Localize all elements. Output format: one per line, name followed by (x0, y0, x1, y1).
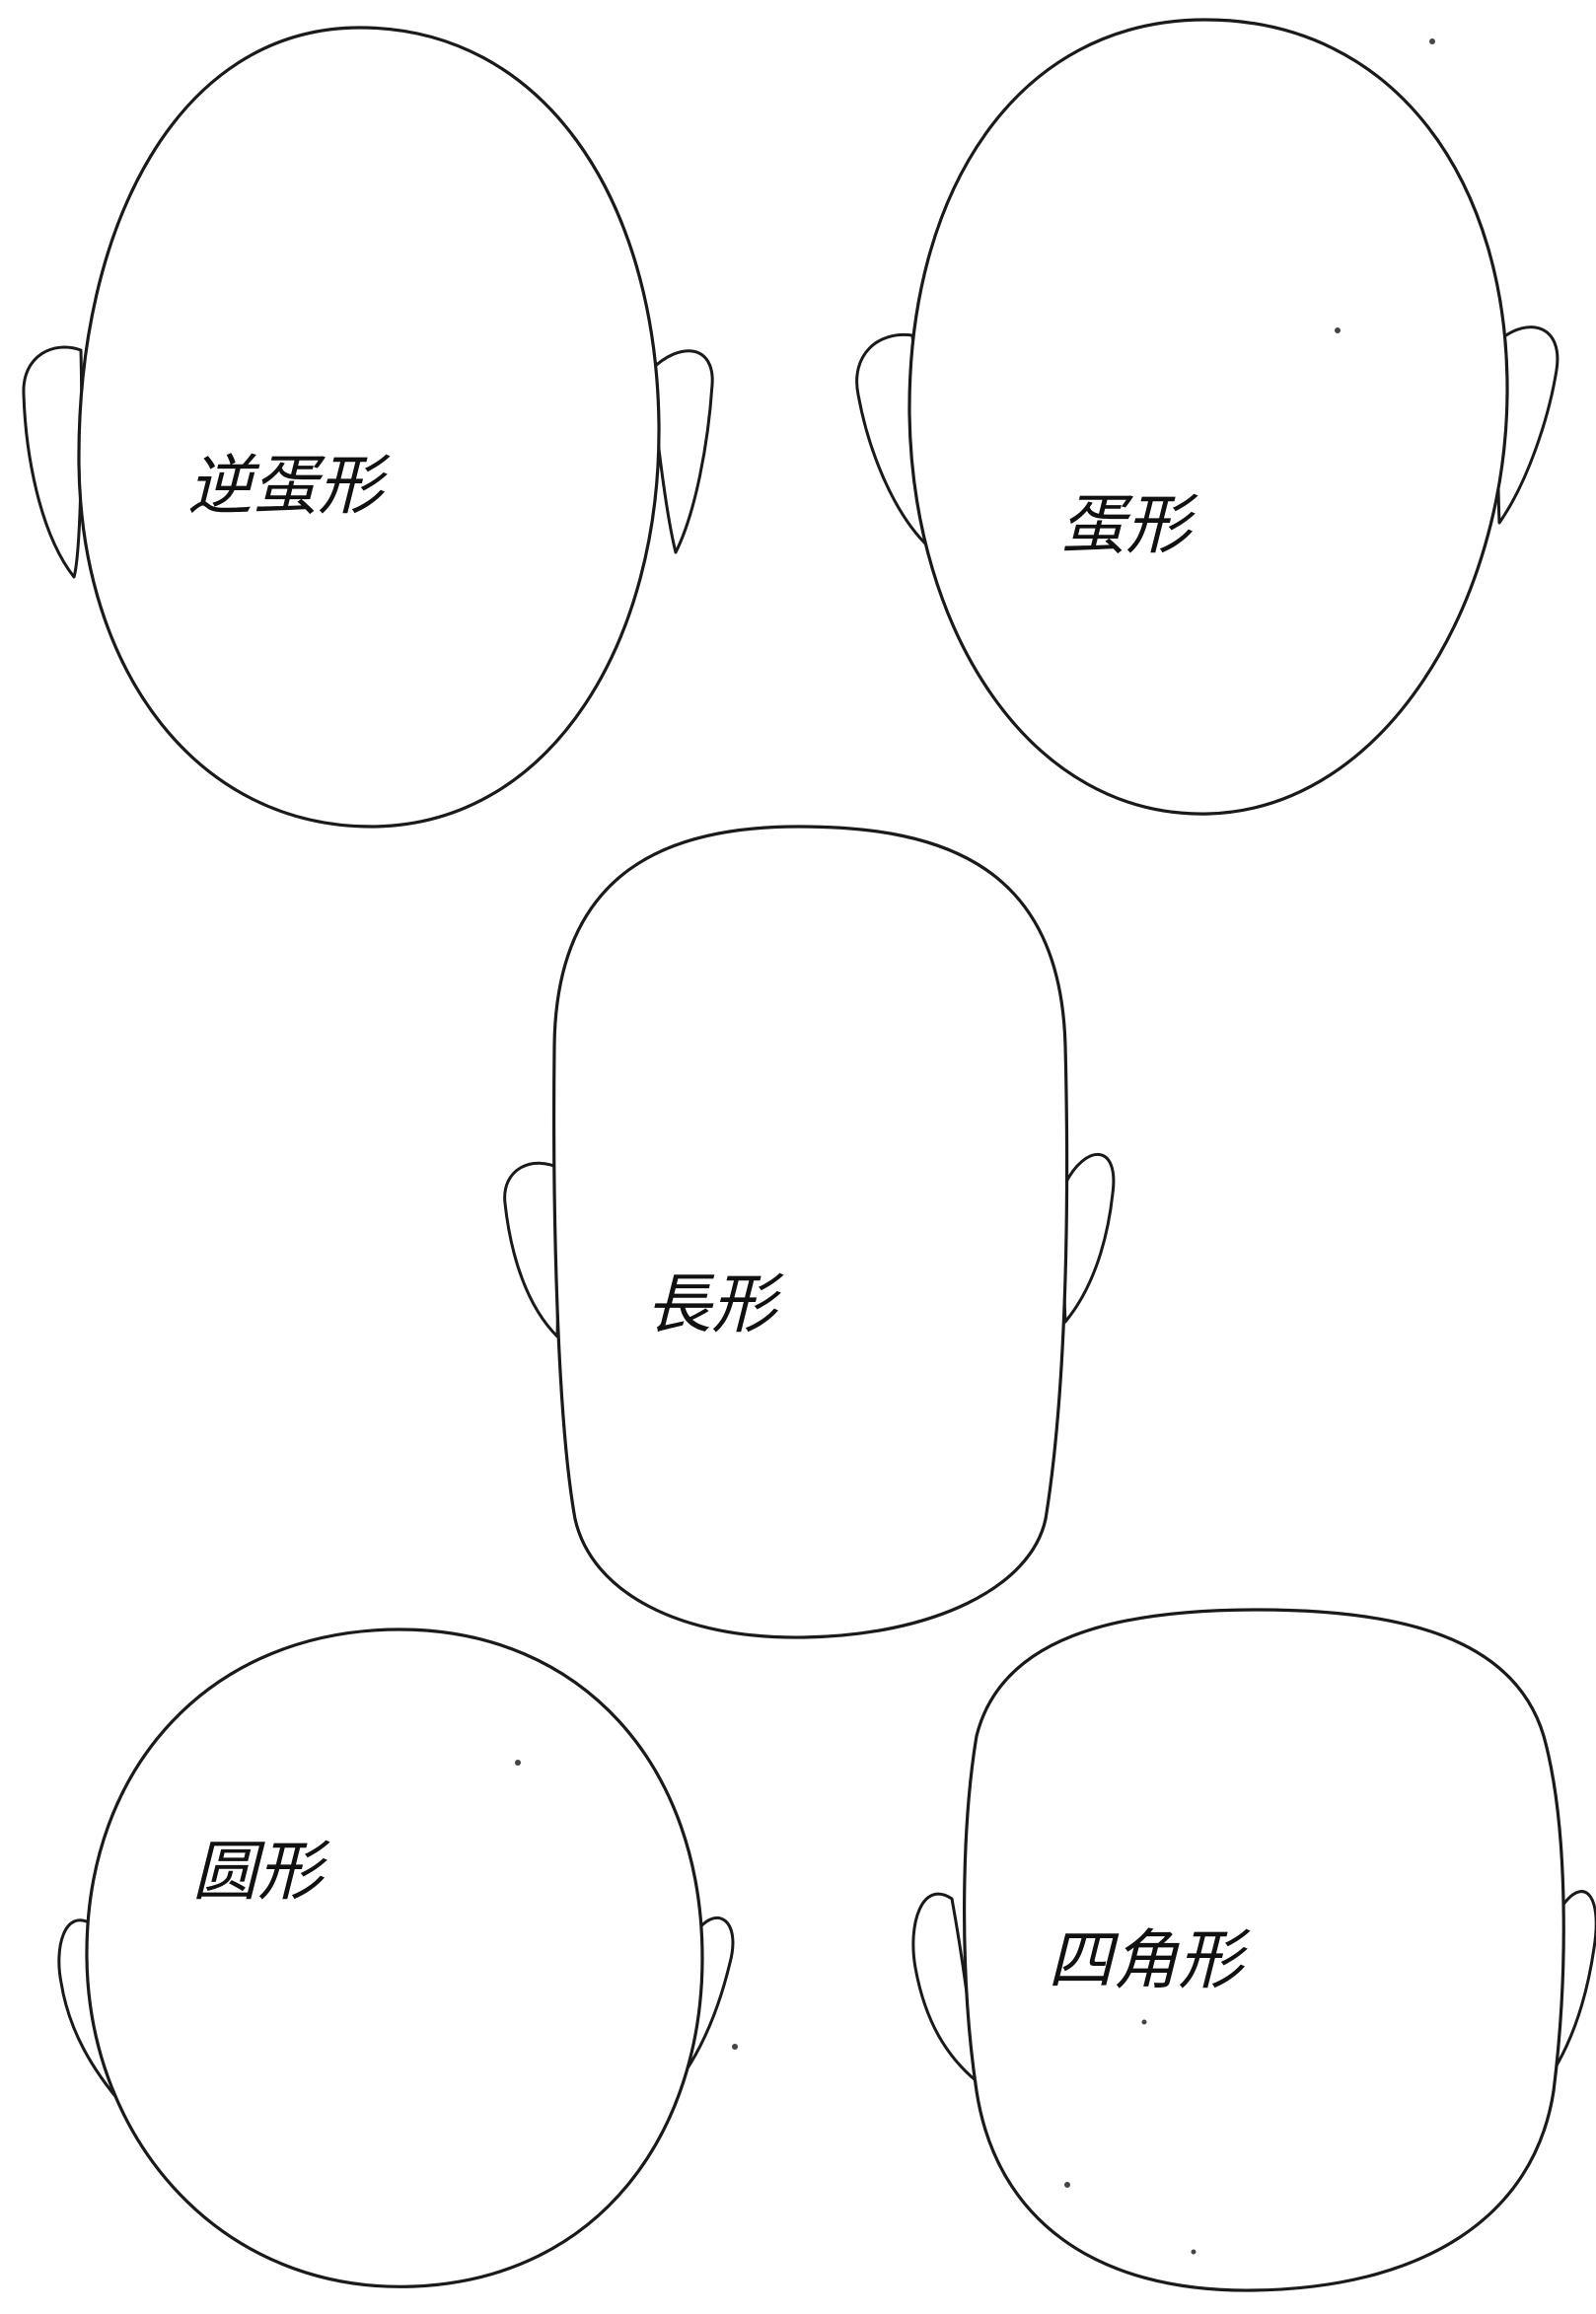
head-outline (551, 825, 1069, 1639)
head-outline (77, 26, 661, 829)
left-ear (503, 1161, 562, 1338)
head-egg: 蛋形 (855, 18, 1560, 816)
head-label: 圆形 (192, 1834, 330, 1910)
head-long: 長形 (503, 825, 1116, 1639)
head-label: 長形 (646, 1266, 784, 1342)
scan-specks (515, 38, 1435, 2255)
right-ear (1062, 1153, 1116, 1324)
head-outline (963, 1608, 1565, 2292)
head-round: 圆形 (57, 1627, 735, 2288)
left-ear (22, 345, 84, 579)
head-outline (907, 18, 1509, 816)
head-outline (85, 1627, 704, 2288)
head-square: 四角形 (911, 1608, 1596, 2292)
head-inverted-egg: 逆蛋形 (22, 26, 714, 829)
head-label: 逆蛋形 (187, 448, 391, 524)
right-ear (649, 349, 714, 554)
head-label: 四角形 (1048, 1922, 1251, 1998)
head-label: 蛋形 (1060, 487, 1198, 563)
